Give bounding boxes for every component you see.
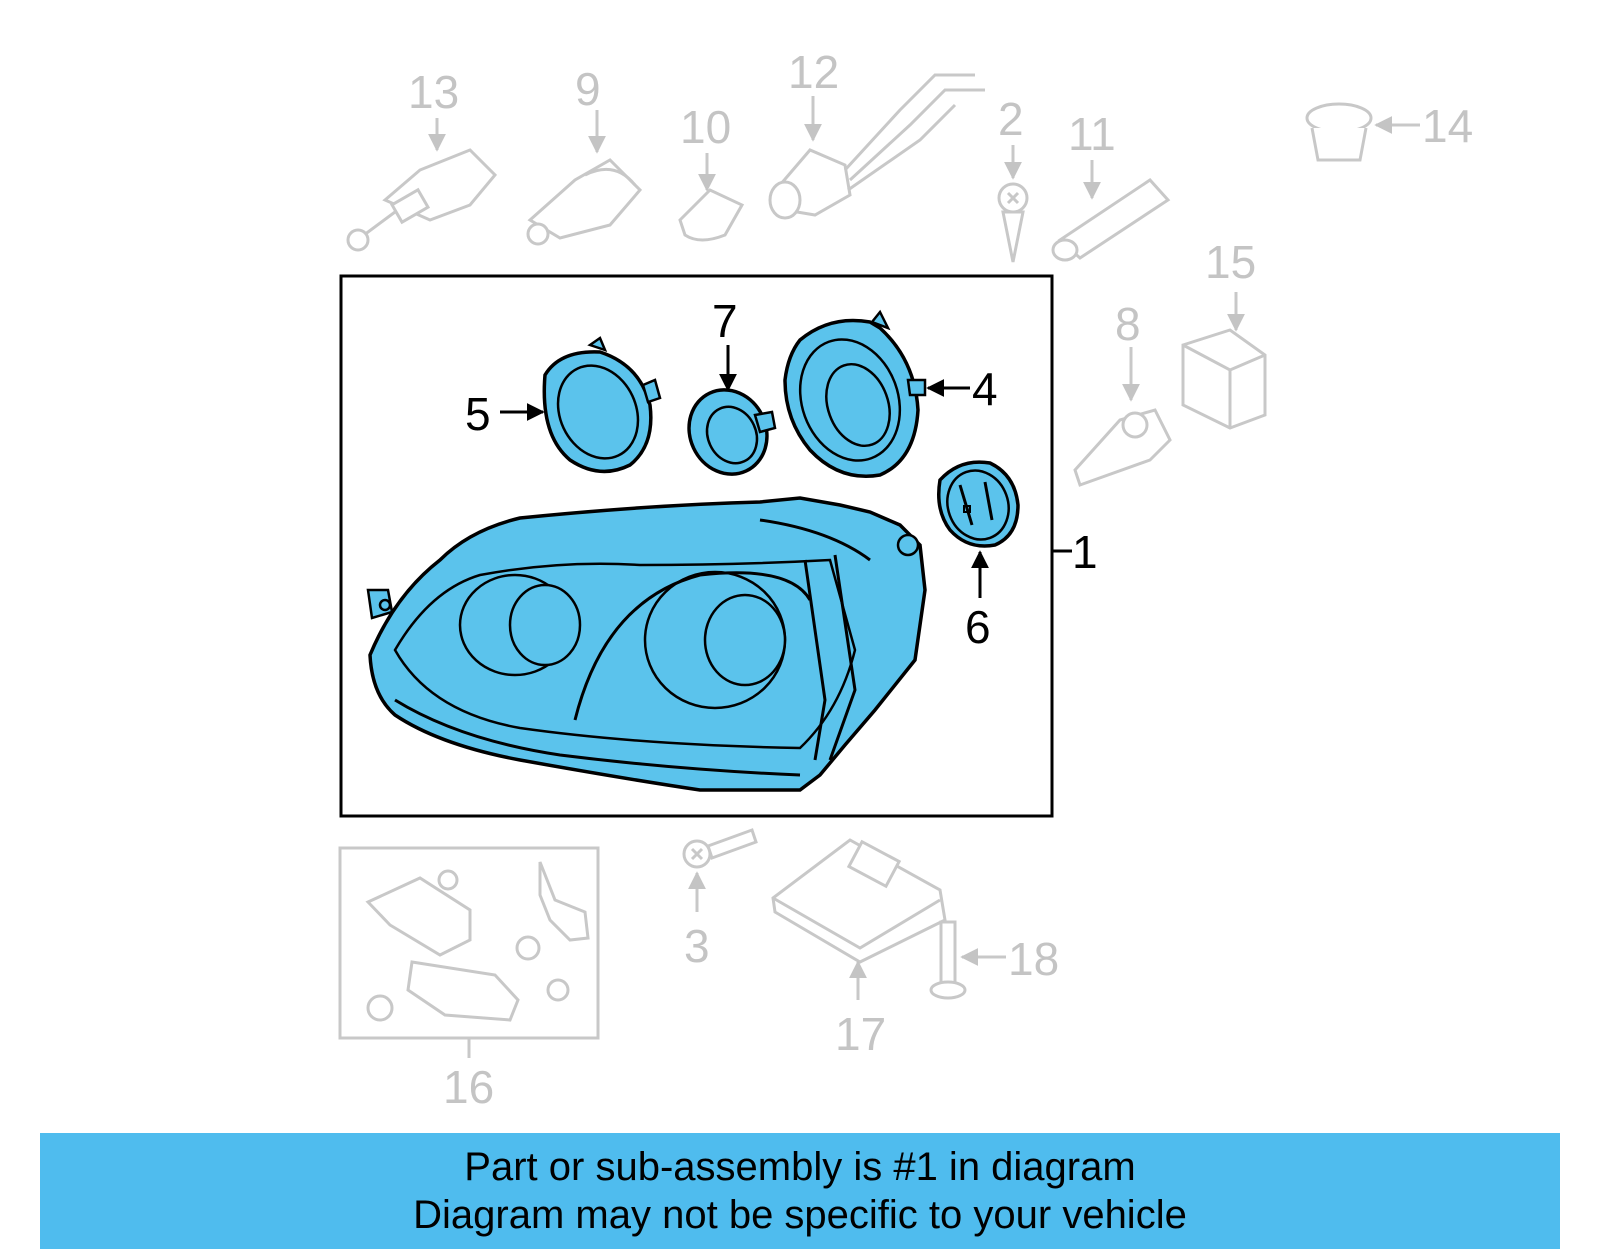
cap-14-icon (1305, 102, 1420, 162)
callout-12: 12 (788, 46, 839, 98)
bulb-9-icon (526, 110, 643, 246)
module-15-icon (1181, 292, 1267, 430)
callout-9: 9 (575, 63, 601, 115)
callout-6: 6 (965, 601, 991, 653)
socket-12-icon (768, 73, 985, 220)
screw-2-icon (997, 145, 1029, 263)
callout-13: 13 (408, 66, 459, 118)
screw-3-icon (682, 828, 758, 912)
callout-5: 5 (465, 388, 491, 440)
bulb-10-icon (678, 153, 745, 242)
cap-4-icon (783, 309, 970, 478)
callout-2: 2 (998, 93, 1024, 145)
callout-16: 16 (443, 1061, 494, 1113)
bulb-13-icon (346, 118, 498, 252)
callout-17: 17 (835, 1008, 886, 1060)
callout-4: 4 (972, 363, 998, 415)
bolt-18-icon (929, 920, 1006, 1000)
callout-14: 14 (1422, 100, 1473, 152)
assembly-frame (339, 274, 1054, 818)
cap-7-icon (687, 345, 777, 476)
callout-10: 10 (680, 101, 731, 153)
callout-3: 3 (684, 920, 710, 972)
socket-6-icon (937, 460, 1020, 598)
bulb-11-icon (1051, 160, 1171, 262)
info-banner: Part or sub-assembly is #1 in diagram Di… (40, 1133, 1560, 1249)
bulb-8-icon (1073, 347, 1172, 487)
callout-1: 1 (1072, 526, 1098, 578)
callout-11: 11 (1068, 108, 1116, 160)
banner-line-1: Part or sub-assembly is #1 in diagram (464, 1145, 1136, 1189)
module-17-icon (771, 838, 947, 1000)
callout-18: 18 (1008, 933, 1059, 985)
headlamp-housing-icon (366, 496, 927, 792)
cap-5-icon (500, 336, 662, 474)
callout-8: 8 (1115, 298, 1141, 350)
bracket-kit-16-icon (338, 846, 600, 1058)
callout-7: 7 (712, 295, 738, 347)
banner-line-2: Diagram may not be specific to your vehi… (413, 1193, 1187, 1237)
callout-15: 15 (1205, 236, 1256, 288)
